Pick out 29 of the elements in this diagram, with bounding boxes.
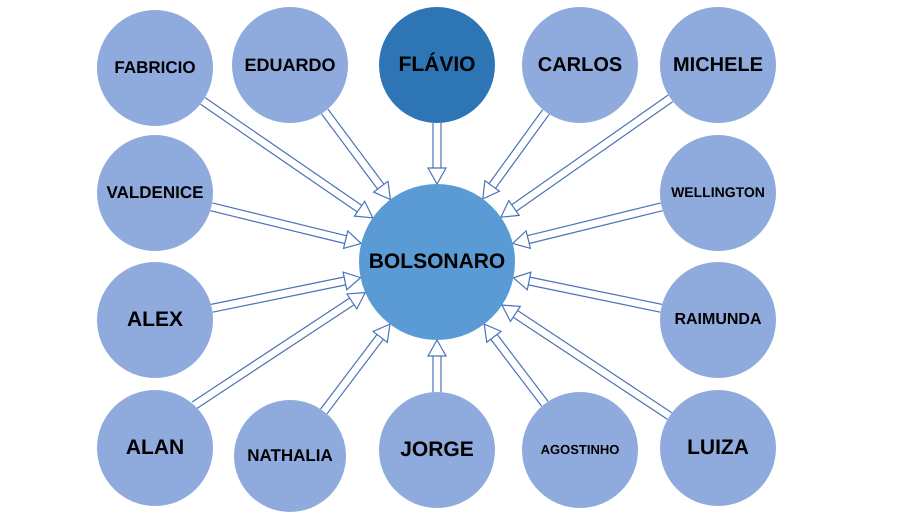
hollow-arrow [200,97,374,218]
name-text: AGOSTINHO [540,442,620,458]
hollow-arrow [512,202,664,249]
name-text: ALEX [126,306,183,333]
hollow-arrow [210,271,362,313]
hollow-arrow [427,339,447,393]
name-text: MICHELE [673,52,763,78]
name-text: BOLSONARO [368,248,506,275]
hollow-arrow [320,108,391,200]
name-text: JORGE [400,436,474,463]
name-text: LUIZA [687,434,749,461]
hollow-arrow [320,324,390,414]
name-text: NATHALIA [247,445,333,467]
hollow-arrow [210,202,362,250]
hollow-arrow [500,94,674,218]
name-text: RAIMUNDA [674,310,762,330]
hollow-arrow [427,122,447,185]
hollow-arrow [484,324,549,407]
name-text: ALAN [126,434,184,461]
hollow-arrow [501,304,672,420]
name-text: FLÁVIO [398,52,476,78]
name-text: VALDENICE [106,182,204,204]
name-text: FABRICIO [114,57,196,79]
hollow-arrow [512,272,663,313]
name-text: EDUARDO [244,54,336,76]
hollow-arrow [482,109,550,200]
hollow-arrow [192,292,366,410]
name-text: WELLINGTON [671,184,765,202]
name-text: CARLOS [538,52,622,78]
